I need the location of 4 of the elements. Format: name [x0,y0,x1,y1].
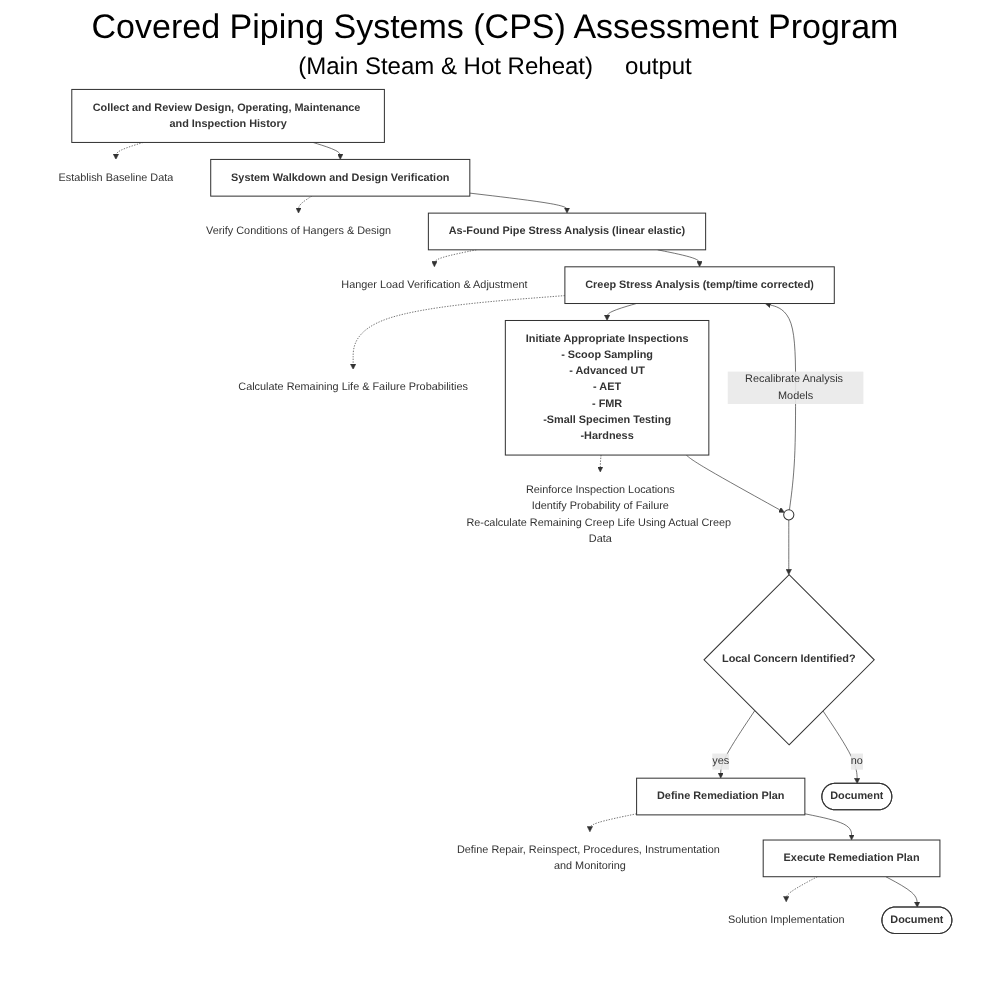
diagram-title: Covered Piping Systems (CPS) Assessment Program [89,8,901,48]
node-circle [783,509,795,521]
note-text: output [625,52,692,80]
note-text: (Main Steam & Hot Reheat) [298,52,594,80]
